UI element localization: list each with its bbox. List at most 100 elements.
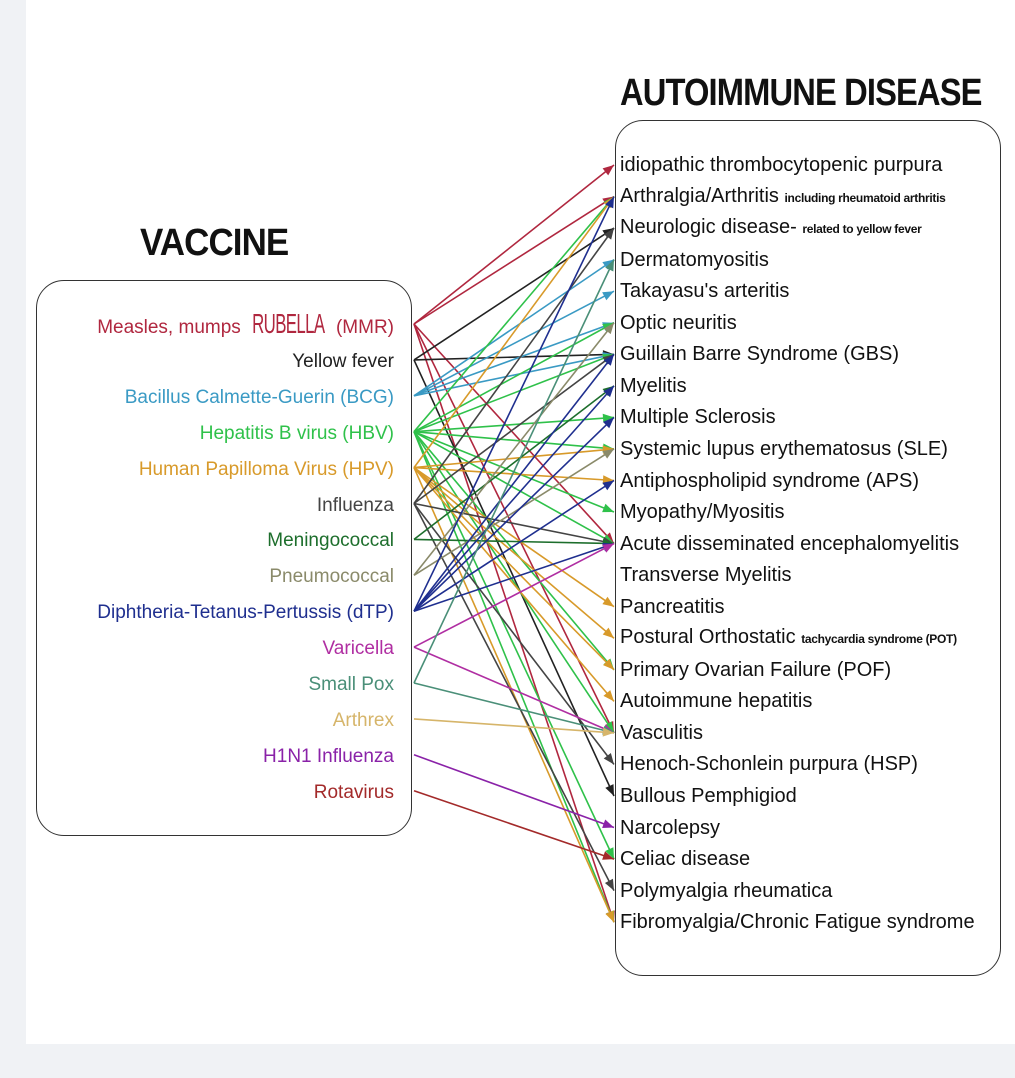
vaccine-disease-link xyxy=(413,164,615,325)
vaccine-item: Diphtheria-Tetanus-Pertussis (dTP) xyxy=(97,602,394,624)
vaccine-item: Influenza xyxy=(316,494,394,516)
vaccine-disease-link xyxy=(413,227,615,504)
vaccine-disease-link xyxy=(413,259,615,684)
disease-item: Pancreatitis xyxy=(620,595,725,619)
vaccine-disease-link xyxy=(413,448,615,469)
vaccine-disease-link xyxy=(413,789,615,860)
disease-item: Myopathy/Myositis xyxy=(620,500,785,524)
vaccine-item: Arthrex xyxy=(332,709,394,731)
vaccine-disease-link xyxy=(413,466,615,639)
disease-note: including rheumatoid arthritis xyxy=(784,190,946,205)
arrowhead-icon xyxy=(605,847,614,860)
disease-item: Autoimmune hepatitis xyxy=(620,689,812,713)
vaccine-disease-link xyxy=(413,542,615,612)
disease-label: Narcolepsy xyxy=(620,816,721,839)
disease-label: Acute disseminated encephalomyelitis xyxy=(620,532,960,555)
vaccine-label-part: Measles, mumps xyxy=(97,317,247,338)
disease-label: Arthralgia/Arthritis xyxy=(620,184,785,207)
arrowhead-icon xyxy=(602,480,614,491)
vaccine-item: Yellow fever xyxy=(292,350,394,372)
disease-label: Celiac disease xyxy=(620,848,751,871)
disease-label: Myopathy/Myositis xyxy=(620,501,785,524)
vaccine-label-part: RUBELLA xyxy=(252,308,325,339)
vaccine-item: Varicella xyxy=(322,638,394,660)
disease-box xyxy=(615,120,1001,976)
arrowhead-icon xyxy=(605,196,614,209)
disease-label: Neurologic disease- xyxy=(620,216,803,239)
arrowhead-icon xyxy=(602,475,614,485)
arrowhead-icon xyxy=(603,354,614,366)
vaccine-disease-link xyxy=(413,431,615,734)
disease-label: idiopathic thrombocytopenic purpura xyxy=(620,154,943,176)
disease-label: Transverse Myelitis xyxy=(620,564,792,587)
arrowhead-icon xyxy=(602,413,614,423)
disease-item: Transverse Myelitis xyxy=(620,563,792,587)
vaccine-disease-link xyxy=(413,431,615,545)
arrowhead-icon xyxy=(602,851,614,860)
disease-item: Dermatomyositis xyxy=(620,248,769,272)
arrowhead-icon xyxy=(602,596,614,607)
disease-item: Postural Orthostatic tachycardia syndrom… xyxy=(620,625,957,651)
arrowhead-icon xyxy=(603,228,614,240)
disease-label: Bullous Pemphigiod xyxy=(620,785,797,807)
disease-label: Autoimmune hepatitis xyxy=(620,690,813,713)
disease-item: Multiple Sclerosis xyxy=(620,405,776,429)
vaccine-disease-link xyxy=(413,322,615,433)
disease-label: Postural Orthostatic xyxy=(620,626,802,649)
arrowhead-icon xyxy=(602,543,614,553)
disease-item: Celiac disease xyxy=(620,847,750,871)
disease-item: Systemic lupus erythematosus (SLE) xyxy=(620,437,948,461)
vaccine-item: Human Papilloma Virus (HPV) xyxy=(138,458,394,480)
disease-item: Primary Ovarian Failure (POF) xyxy=(620,658,891,682)
disease-note: tachycardia syndrome (POT) xyxy=(801,632,957,647)
disease-label: Takayasu's arteritis xyxy=(620,280,790,303)
disease-label: Polymyalgia rheumatica xyxy=(620,879,833,902)
arrowhead-icon xyxy=(604,721,614,733)
disease-note: related to yellow fever xyxy=(802,222,922,237)
vaccine-title: VACCINE xyxy=(140,222,289,264)
disease-label: Dermatomyositis xyxy=(620,248,769,271)
vaccine-disease-link xyxy=(413,754,615,829)
vaccine-disease-link xyxy=(413,416,615,612)
vaccine-disease-link xyxy=(413,430,615,450)
arrowhead-icon xyxy=(602,259,614,270)
vaccine-disease-link xyxy=(413,466,615,608)
vaccine-disease-link xyxy=(413,196,615,433)
vaccine-item: Meningococcal xyxy=(267,530,394,552)
vaccine-disease-link xyxy=(413,196,615,469)
vaccine-disease-link xyxy=(413,467,615,702)
arrowhead-icon xyxy=(603,752,614,765)
vaccine-disease-link xyxy=(413,195,615,325)
vaccine-disease-link xyxy=(413,479,615,612)
vaccine-item: Measles, mumps RUBELLA (MMR) xyxy=(97,308,394,339)
vaccine-disease-link xyxy=(413,258,615,397)
arrowhead-icon xyxy=(602,417,614,429)
vaccine-disease-link xyxy=(413,646,615,734)
vaccine-disease-link xyxy=(413,466,615,482)
disease-label: Systemic lupus erythematosus (SLE) xyxy=(620,437,948,460)
disease-label: Primary Ovarian Failure (POF) xyxy=(620,658,892,681)
arrowhead-icon xyxy=(602,448,614,459)
disease-item: Antiphospholipid syndrome (APS) xyxy=(620,469,919,493)
disease-label: Fibromyalgia/Chronic Fatigue syndrome xyxy=(620,911,975,934)
arrowhead-icon xyxy=(602,627,614,639)
disease-label: Pancreatitis xyxy=(620,595,725,618)
vaccine-disease-link xyxy=(413,321,615,397)
vaccine-disease-link xyxy=(413,322,615,576)
vaccine-item: Pneumococcal xyxy=(269,566,394,588)
disease-item: Arthralgia/Arthritis including rheumatoi… xyxy=(620,184,946,210)
vaccine-item: H1N1 Influenza xyxy=(263,745,394,767)
vaccine-item: Hepatitis B virus (HBV) xyxy=(199,422,394,444)
vaccine-box xyxy=(36,280,412,836)
vaccine-disease-link xyxy=(413,503,615,892)
disease-label: Optic neuritis xyxy=(620,311,737,334)
arrowhead-icon xyxy=(602,291,614,301)
disease-label: Henoch-Schonlein purpura (HSP) xyxy=(620,753,918,776)
disease-label: Myelitis xyxy=(620,374,687,397)
arrowhead-icon xyxy=(602,819,614,829)
vaccine-label-part: (MMR) xyxy=(330,317,394,338)
arrowhead-icon xyxy=(604,878,614,891)
disease-item: Polymyalgia rheumatica xyxy=(620,879,832,903)
arrowhead-icon xyxy=(603,690,614,702)
arrowhead-icon xyxy=(602,503,614,513)
